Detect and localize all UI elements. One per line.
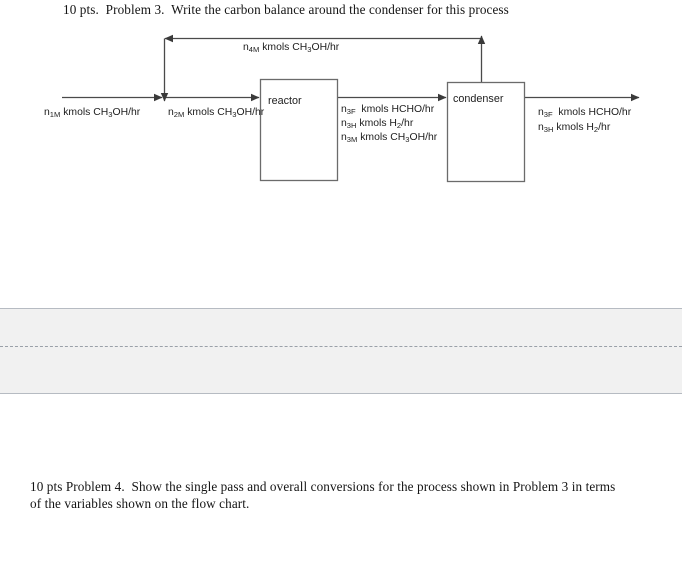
stream-label-reactor-effluent-h2: n3H kmols H2/hr bbox=[341, 118, 414, 130]
stream-label-recycle: n4M kmols CH3OH/hr bbox=[243, 42, 340, 54]
unit-box-reactor bbox=[259, 78, 339, 182]
unit-box-condenser bbox=[446, 81, 526, 183]
problem-4-statement: 10 pts Problem 4. Show the single pass a… bbox=[30, 479, 619, 511]
answer-input-band[interactable] bbox=[0, 308, 682, 394]
unit-label-reactor: reactor bbox=[268, 95, 302, 107]
flow-diagram-lines bbox=[62, 34, 640, 183]
problem-3-statement: 10 pts. Problem 3. Write the carbon bala… bbox=[63, 2, 509, 17]
stream-label-reactor-effluent-methanol: n3M kmols CH3OH/hr bbox=[341, 132, 438, 144]
unit-label-condenser: condenser bbox=[453, 93, 504, 105]
stream-label-fresh-feed: n1M kmols CH3OH/hr bbox=[44, 107, 141, 119]
stream-label-product-hcho: n3F kmols HCHO/hr bbox=[538, 107, 632, 119]
stream-label-reactor-effluent-hcho: n3F kmols HCHO/hr bbox=[341, 104, 435, 116]
stream-label-product-h2: n3H kmols H2/hr bbox=[538, 122, 611, 134]
stream-label-combined-feed: n2M kmols CH3OH/hr bbox=[168, 107, 265, 119]
answer-band-divider bbox=[0, 346, 682, 347]
process-flow-diagram: reactor condenser n1M kmols CH3OH/hr n2M… bbox=[0, 0, 682, 200]
